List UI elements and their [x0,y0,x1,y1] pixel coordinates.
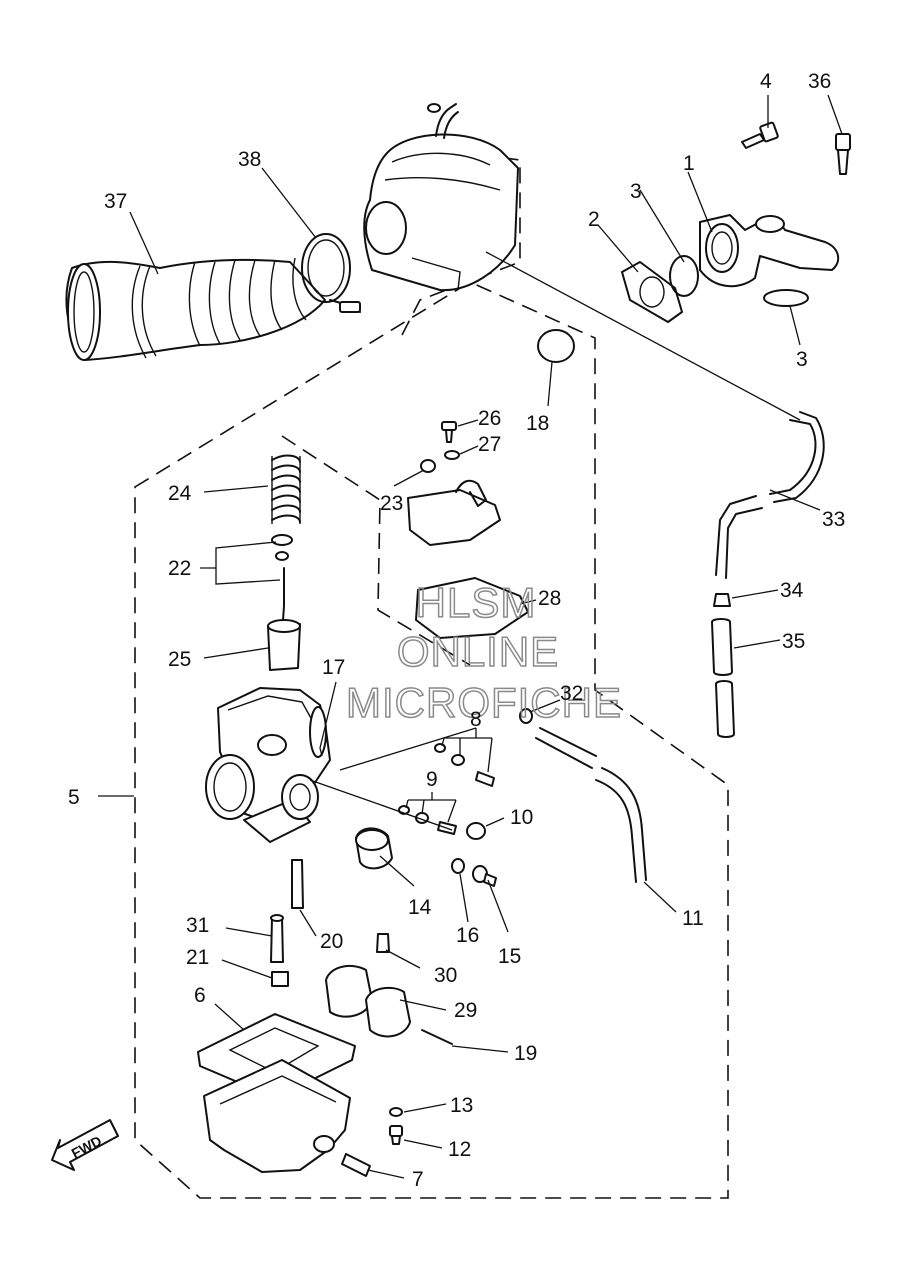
callout-36: 36 [808,70,831,93]
hose-clip [519,708,533,724]
hose-joint [713,593,731,607]
cover-screw [441,421,457,443]
callout-2: 2 [588,208,600,231]
air-filter-case [363,103,519,292]
callout-23: 23 [380,492,403,515]
vent-hose [715,411,825,579]
callout-7: 7 [412,1168,424,1191]
manifold-gasket [621,261,683,323]
washer [444,450,460,460]
float [325,964,411,1038]
callout-24: 24 [168,482,192,505]
callout-28: 28 [538,587,561,610]
float-bowl-gasket [197,1013,356,1099]
callout-29: 29 [454,999,477,1022]
callout-32: 32 [560,682,583,705]
drain-plug [466,822,486,840]
intake-manifold [699,214,840,288]
spacer-o-ring [537,329,575,363]
hose-clamp [301,233,361,313]
watermark-line-2: ONLINE [397,628,559,675]
callout-8: 8 [470,708,482,731]
callout-34: 34 [780,579,804,602]
overflow-hose [535,727,647,883]
callout-35: 35 [782,630,805,653]
carburetor-assembly-boundary [134,281,729,1199]
callout-1: 1 [683,152,695,175]
watermark-line-1: HLSM [416,579,537,626]
manifold-bolt [741,121,779,149]
callout-27: 27 [478,433,501,456]
air-intake-boot [65,257,326,361]
float-bowl [203,1059,351,1173]
top-cover [407,459,501,546]
manifold-bolt-long [835,133,851,175]
callout-18: 18 [526,412,549,435]
callout-11: 11 [682,907,704,930]
callout-17: 17 [322,656,345,679]
plug-washer [451,858,465,874]
watermark: HLSM ONLINE MICROFICHE [345,578,622,727]
watermark-line-3: MICROFICHE [346,679,622,726]
callout-14: 14 [408,896,432,919]
callout-5: 5 [68,786,80,809]
callout-31: 31 [186,914,209,937]
callout-20: 20 [320,930,343,953]
spring-seat [271,534,293,546]
callout-labels: 1 2 3 3 4 36 37 38 18 26 27 23 24 22 28 … [68,70,845,1191]
callout-19: 19 [514,1042,537,1065]
callout-22: 22 [168,557,191,580]
bowl-screw [389,1125,403,1145]
o-ring-upper [669,255,699,297]
callout-33: 33 [822,508,845,531]
leader-lines [98,94,843,1179]
pilot-screw-set [434,743,495,787]
callout-6: 6 [194,984,206,1007]
needle-jet [270,914,284,963]
float-pin [421,1029,453,1045]
callout-26: 26 [478,407,501,430]
pilot-jet [376,933,390,953]
callout-37: 37 [104,190,127,213]
callout-38: 38 [238,148,261,171]
forward-direction-arrow: FWD [51,1119,119,1171]
callout-15: 15 [498,945,521,968]
breather-hose [711,618,735,738]
callout-30: 30 [434,964,457,987]
callout-4: 4 [760,70,772,93]
carburetor-body [205,687,331,843]
top-cover-gasket [415,577,529,639]
callout-3-upper: 3 [630,180,642,203]
callout-12: 12 [448,1138,471,1161]
bowl-washer [389,1107,403,1117]
callout-21: 21 [186,946,209,969]
callout-9: 9 [426,768,438,791]
callout-13: 13 [450,1094,473,1117]
throttle-spring [271,454,301,524]
needle-clip [275,551,289,561]
callout-10: 10 [510,806,533,829]
drain-screw [341,1153,371,1177]
jet-needle [282,567,285,621]
throttle-valve [267,619,301,671]
callout-16: 16 [456,924,479,947]
air-filter-boundary [401,157,521,336]
callout-25: 25 [168,648,191,671]
o-ring-lower [763,289,809,307]
main-jet [271,971,289,987]
bracket-screw [472,865,497,887]
callout-3-lower: 3 [796,348,808,371]
main-jet-holder [291,859,304,909]
top-cover-boundary [281,435,471,666]
throttle-stop-screw-set [398,805,457,835]
